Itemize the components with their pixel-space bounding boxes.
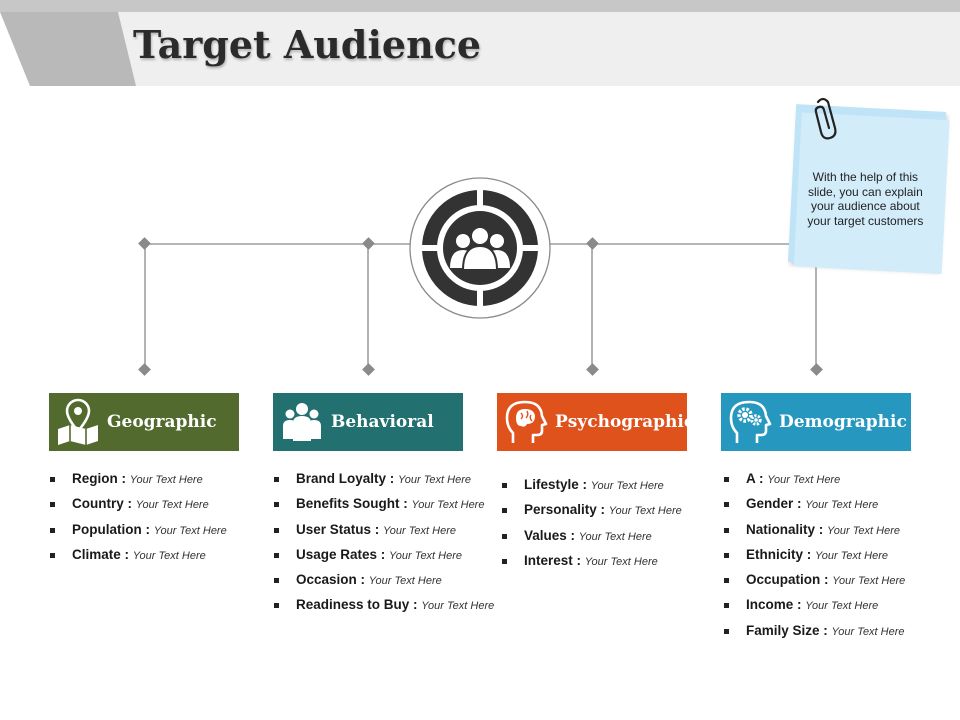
sticky-note-text: With the help of this slide, you can exp… xyxy=(807,169,924,228)
category-demographic: Demographic xyxy=(721,393,911,451)
category-behavioral: Behavioral xyxy=(273,393,463,451)
list-item: Benefits Sought : Your Text Here xyxy=(272,495,494,520)
connector-node xyxy=(138,363,151,376)
connector-node xyxy=(362,237,375,250)
list-item: User Status : Your Text Here xyxy=(272,521,494,546)
list-item: Personality : Your Text Here xyxy=(500,501,682,526)
category-label: Geographic xyxy=(107,412,217,432)
list-item: Lifestyle : Your Text Here xyxy=(500,476,682,501)
category-label: Psychographic xyxy=(555,412,695,432)
connector-node xyxy=(586,237,599,250)
category-label: Behavioral xyxy=(331,412,434,432)
list-item: Usage Rates : Your Text Here xyxy=(272,546,494,571)
list-item: Country : Your Text Here xyxy=(48,495,227,520)
target-audience-icon xyxy=(409,177,551,319)
list-item: Occupation : Your Text Here xyxy=(722,571,905,596)
connector-node xyxy=(586,363,599,376)
head-brain-icon xyxy=(505,400,548,443)
list-item: Climate : Your Text Here xyxy=(48,546,227,571)
list-item: Nationality : Your Text Here xyxy=(722,521,905,546)
list-item: Brand Loyalty : Your Text Here xyxy=(272,470,494,495)
list-item: Ethnicity : Your Text Here xyxy=(722,546,905,571)
category-label: Demographic xyxy=(779,412,907,432)
list-item: Readiness to Buy : Your Text Here xyxy=(272,596,494,621)
paperclip-icon xyxy=(814,97,837,140)
list-item: A : Your Text Here xyxy=(722,470,905,495)
people-group-icon xyxy=(283,403,321,441)
behavioral-list: Brand Loyalty : Your Text Here Benefits … xyxy=(272,470,494,622)
demographic-list: A : Your Text Here Gender : Your Text He… xyxy=(722,470,905,647)
list-item: Region : Your Text Here xyxy=(48,470,227,495)
list-item: Income : Your Text Here xyxy=(722,596,905,621)
list-item: Interest : Your Text Here xyxy=(500,552,682,577)
psychographic-list: Lifestyle : Your Text Here Personality :… xyxy=(500,476,682,577)
list-item: Gender : Your Text Here xyxy=(722,495,905,520)
list-item: Occasion : Your Text Here xyxy=(272,571,494,596)
list-item: Population : Your Text Here xyxy=(48,521,227,546)
header-band xyxy=(0,0,960,86)
map-pin-icon xyxy=(58,398,98,445)
list-item: Family Size : Your Text Here xyxy=(722,622,905,647)
connector-node xyxy=(138,237,151,250)
geographic-list: Region : Your Text Here Country : Your T… xyxy=(48,470,227,571)
list-item: Values : Your Text Here xyxy=(500,527,682,552)
page-title: Target Audience xyxy=(133,22,482,67)
category-psychographic: Psychographic xyxy=(497,393,694,451)
head-gears-icon xyxy=(729,400,772,443)
connector-node xyxy=(362,363,375,376)
connector-node xyxy=(810,363,823,376)
category-geographic: Geographic xyxy=(49,393,239,451)
